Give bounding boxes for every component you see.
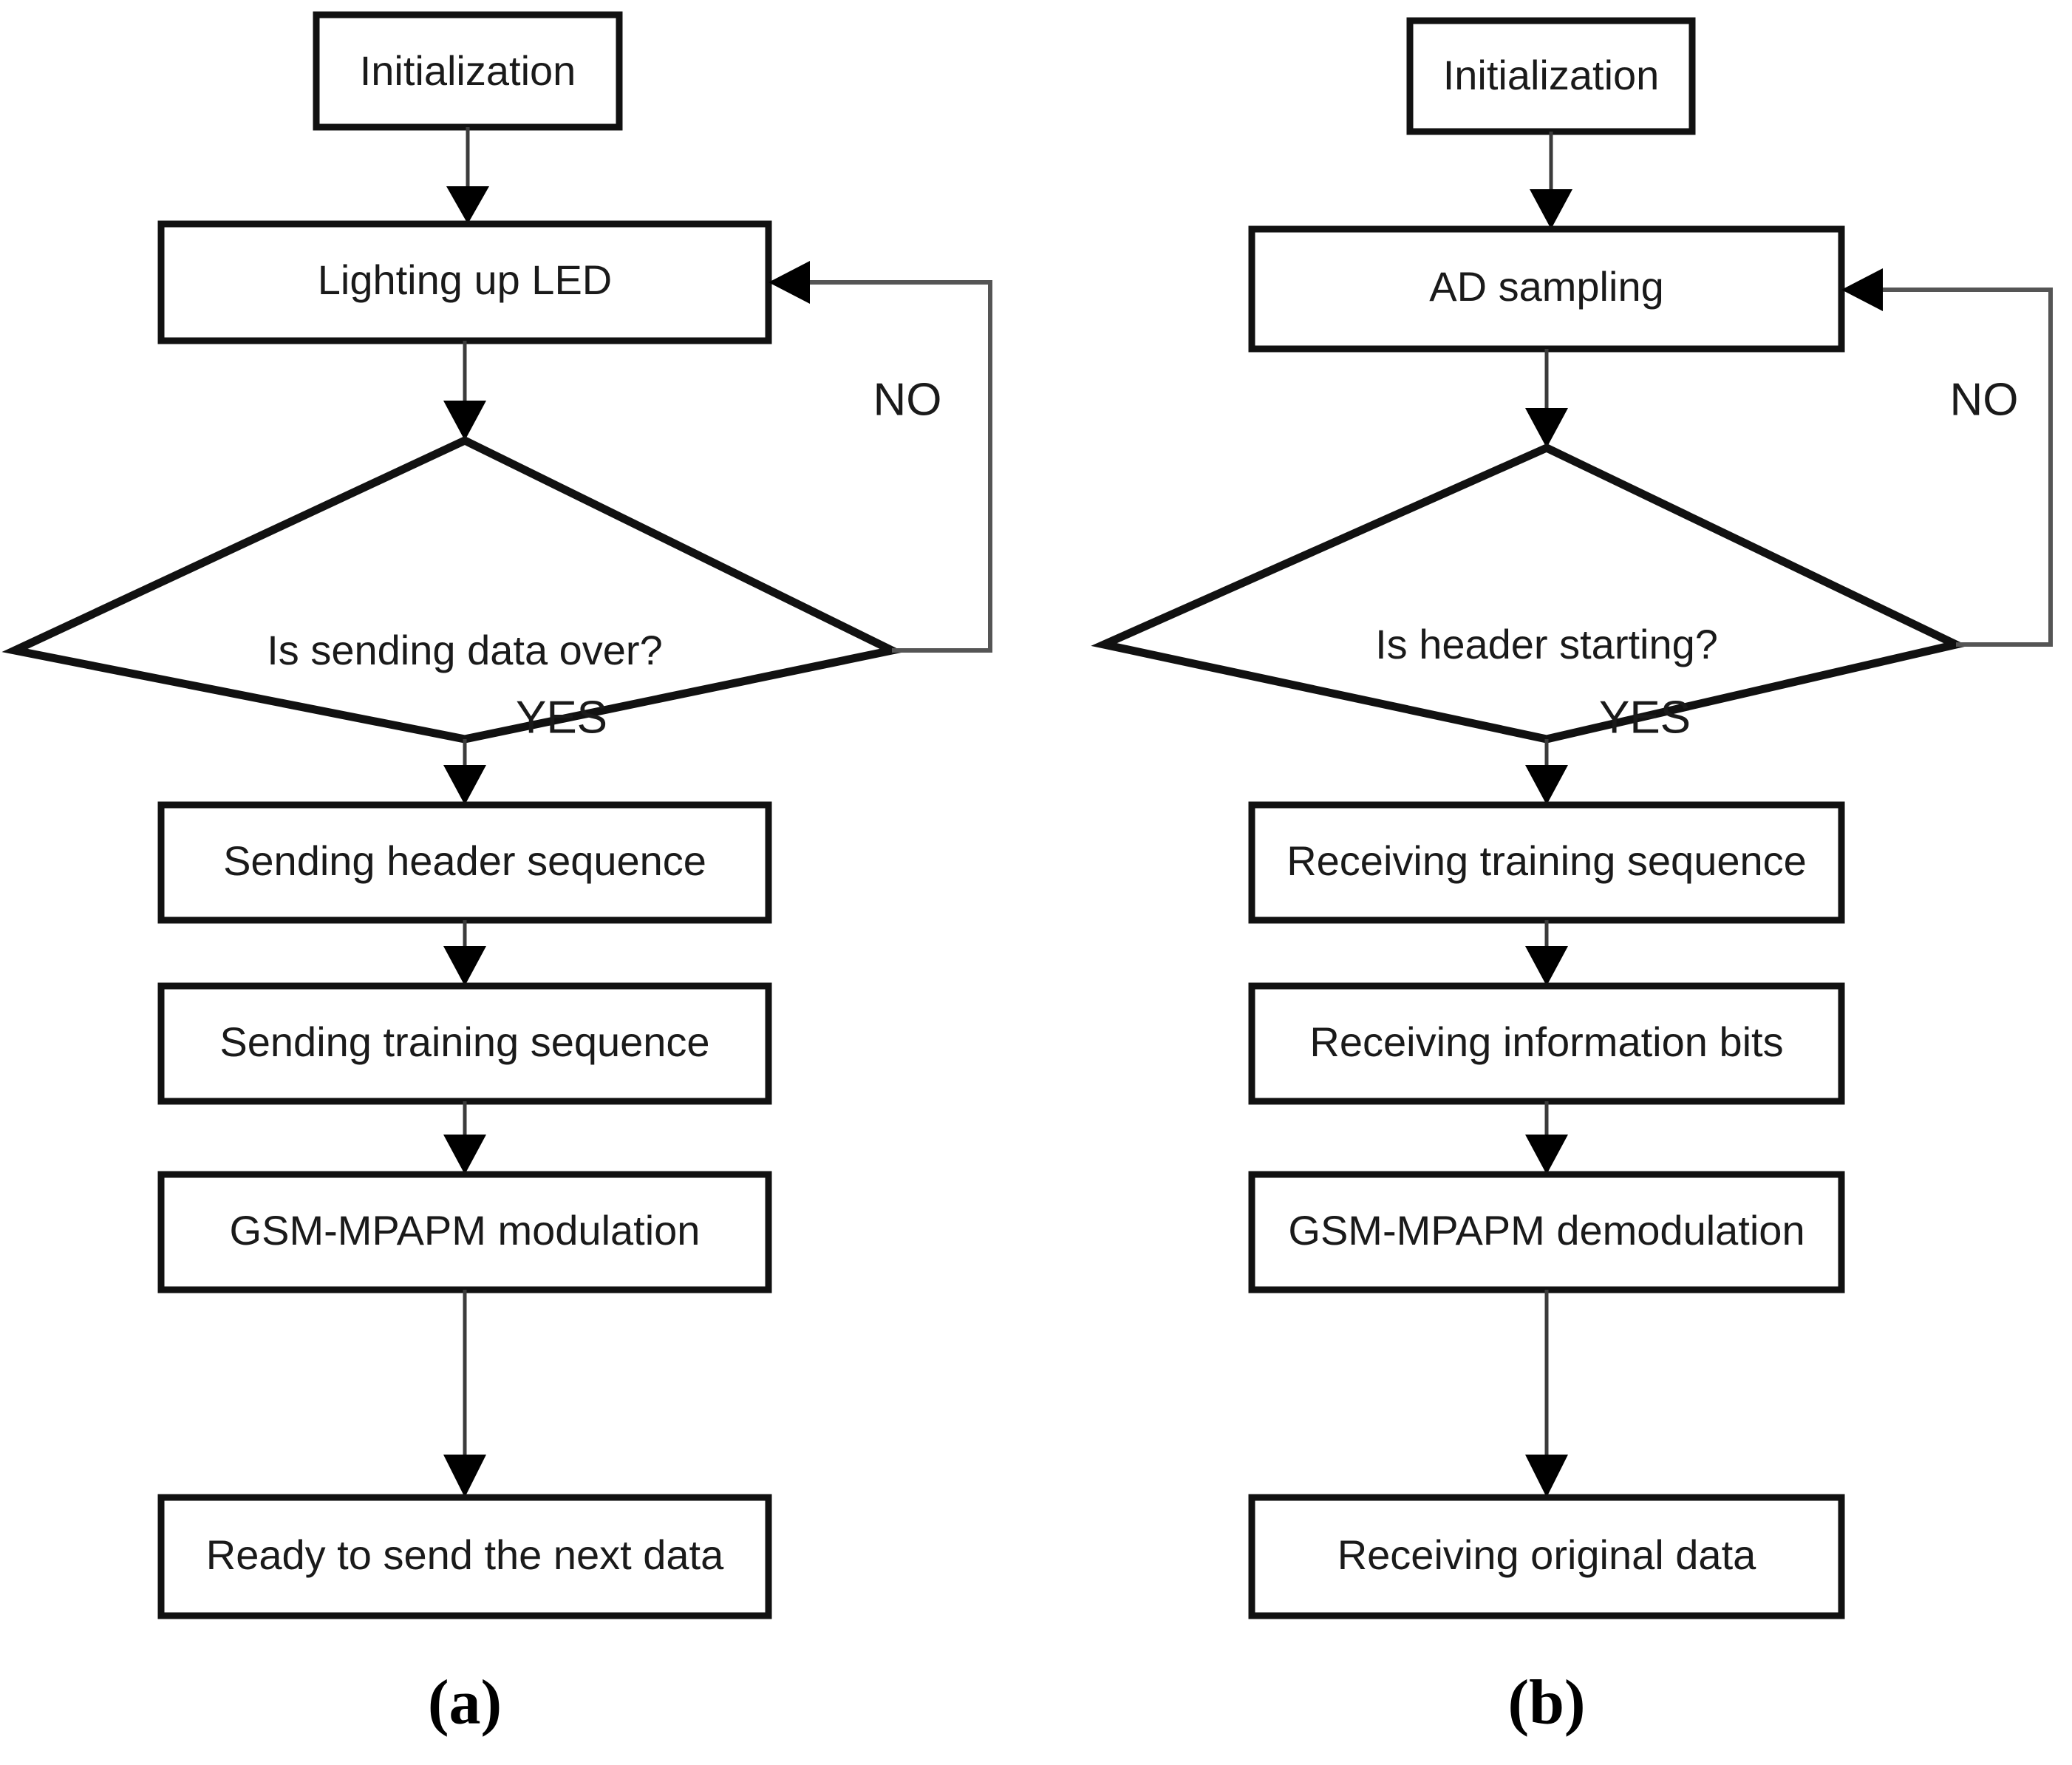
branch-label-a-yes: YES	[516, 692, 607, 743]
node-a-sending-header-label: Sending header sequence	[223, 837, 706, 884]
arrowhead-b-decision-to-training	[1525, 765, 1568, 805]
arrowhead-b-training-to-bits	[1525, 946, 1568, 986]
edge-b-no-loop	[1868, 288, 2053, 647]
node-b-receiving-original-label: Receiving original data	[1337, 1531, 1756, 1578]
node-a-gsm-mpapm-modulation-box[interactable]	[157, 1171, 772, 1293]
arrowhead-a-no-loop	[769, 261, 810, 304]
arrowhead-a-training-to-modulation	[443, 1135, 486, 1174]
node-a-decision-label: Is sending data over?	[267, 627, 662, 673]
branch-label-b-no: NO	[1950, 374, 2019, 425]
node-a-sending-training-label: Sending training sequence	[219, 1018, 709, 1065]
panel-a-caption: (a)	[428, 1667, 502, 1738]
node-a-sending-header-box[interactable]	[157, 801, 772, 924]
branch-label-b-yes: YES	[1599, 692, 1691, 743]
node-b-receiving-bits-box[interactable]	[1248, 982, 1845, 1105]
node-a-ready-next-data-box[interactable]	[157, 1494, 772, 1619]
arrowhead-a-decision-to-header	[443, 765, 486, 805]
arrowhead-b-ad-to-decision	[1525, 408, 1568, 448]
node-a-gsm-mpapm-modulation-label: GSM-MPAPM modulation	[230, 1207, 701, 1254]
node-b-ad-sampling-label: AD sampling	[1429, 263, 1663, 310]
panel-b: Initialization AD sampling Is header sta…	[1091, 17, 2053, 1738]
node-b-initialization-label: Initialization	[1443, 52, 1660, 98]
node-b-receiving-original-box[interactable]	[1248, 1494, 1845, 1619]
node-a-initialization-label: Initialization	[360, 47, 576, 94]
node-b-gsm-mpapm-demodulation-label: GSM-MPAPM demodulation	[1288, 1207, 1805, 1254]
node-b-decision-label: Is header starting?	[1375, 621, 1718, 667]
arrowhead-a-modulation-to-ready	[443, 1455, 486, 1497]
panel-b-caption: (b)	[1507, 1667, 1585, 1738]
node-a-ready-next-data-label: Ready to send the next data	[206, 1531, 724, 1578]
node-b-gsm-mpapm-demodulation-box[interactable]	[1248, 1171, 1845, 1293]
branch-label-a-no: NO	[873, 374, 942, 425]
edge-a-no-loop	[794, 280, 992, 653]
arrowhead-b-no-loop	[1841, 268, 1883, 311]
arrowhead-a-led-to-decision	[443, 401, 486, 441]
node-b-receiving-training-box[interactable]	[1248, 801, 1845, 924]
arrowhead-b-demodulation-to-original	[1525, 1455, 1568, 1497]
node-b-initialization-box[interactable]	[1406, 17, 1696, 135]
node-b-receiving-training-label: Receiving training sequence	[1287, 837, 1807, 884]
node-a-lighting-up-led-label: Lighting up LED	[318, 256, 613, 303]
node-b-receiving-bits-label: Receiving information bits	[1309, 1018, 1783, 1065]
arrowhead-a-header-to-training	[443, 946, 486, 986]
node-b-decision-diamond[interactable]	[1091, 443, 1969, 744]
panel-a: Initialization Lighting up LED Is sendin…	[1, 11, 992, 1738]
arrowhead-b-bits-to-demodulation	[1525, 1135, 1568, 1174]
node-a-lighting-up-led-box[interactable]	[157, 220, 772, 344]
arrowhead-a-init-to-led	[446, 186, 489, 224]
node-b-ad-sampling-box[interactable]	[1248, 225, 1845, 353]
node-a-decision-diamond[interactable]	[1, 435, 904, 744]
arrowhead-b-init-to-ad	[1530, 189, 1572, 229]
